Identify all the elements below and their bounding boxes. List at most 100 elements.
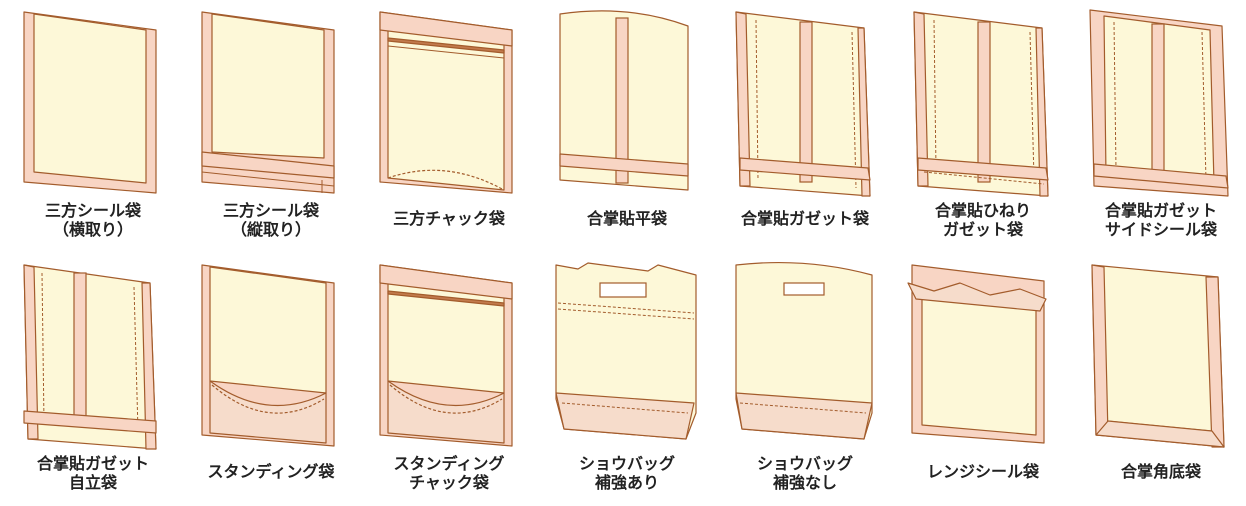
bag-caption: 合掌貼ガゼットサイドシール袋 (1072, 201, 1246, 239)
gusset-left (913, 11, 929, 187)
bag-caption-line: 合掌貼平袋 (586, 209, 667, 228)
fold-line (41, 272, 45, 424)
bottom-seal (1093, 163, 1229, 189)
bag-item-gassho-hira: 合掌貼平袋 (538, 0, 716, 253)
bottom-seal (201, 151, 335, 179)
bag-standing-shape (201, 264, 335, 447)
bag-illustration (555, 262, 697, 440)
gusset-right (1035, 27, 1049, 197)
bag-inner (921, 292, 1037, 436)
bottom-fold (739, 402, 867, 414)
bag-caption: ショウバッグ補強あり (538, 454, 716, 492)
bag-item-shoubag-hokyo-nashi: ショウバッグ補強なし (716, 253, 894, 506)
handle-hole (599, 282, 647, 298)
bag-sanpou-tate-shape (201, 11, 335, 194)
bag-inner (33, 13, 147, 184)
fold-line (133, 286, 139, 432)
bag-caption-line: スタンディング (393, 454, 505, 473)
bag-caption-line: 合掌貼ガゼット袋 (740, 209, 869, 228)
bag-range-seal-shape (907, 264, 1047, 444)
bottom-fold (561, 402, 689, 414)
bag-caption-line: （縦取り） (230, 220, 311, 239)
fold-line (933, 19, 937, 171)
gusset-right (857, 27, 871, 197)
center-seal (73, 272, 87, 424)
bag-item-gassho-kakuzoko: 合掌角底袋 (1072, 253, 1246, 506)
bag-caption-line: 三方シール袋 (44, 201, 141, 220)
bottom-gusset (387, 380, 505, 444)
bag-illustration (1089, 9, 1229, 197)
bag-illustration (907, 264, 1047, 444)
gusset-left (23, 264, 39, 440)
bottom-gusset (735, 392, 873, 440)
center-seal (977, 21, 991, 183)
bag-caption: スタンディングチャック袋 (360, 454, 538, 492)
center-seal (1151, 23, 1165, 177)
bottom-seal (559, 153, 689, 177)
reinforce-line (557, 308, 695, 320)
bottom-gusset (209, 380, 327, 444)
bag-illustration (201, 11, 335, 194)
bag-item-standing-chack: スタンディングチャック袋 (360, 253, 538, 506)
bag-caption-line: チャック袋 (409, 473, 489, 492)
bag-inner (211, 13, 325, 159)
bag-body (1091, 264, 1225, 448)
bag-gassho-gusset-jiritsu-shape (23, 264, 157, 450)
bag-caption-line: ショウバッグ (756, 454, 853, 473)
bag-caption-line: 三方チャック袋 (393, 209, 505, 228)
bag-caption: 三方チャック袋 (360, 209, 538, 228)
gusset-left (735, 11, 751, 187)
fold-line (1029, 31, 1035, 179)
bag-caption: 三方シール袋（横取り） (4, 201, 182, 239)
bag-caption: 合掌貼平袋 (538, 209, 716, 228)
bag-item-gassho-gusset: 合掌貼ガゼット袋 (716, 0, 894, 253)
fold-line (851, 31, 857, 189)
bag-sanpou-yoko-shape (23, 11, 157, 194)
bag-illustration (379, 11, 513, 194)
zipper-line (387, 45, 505, 59)
bag-caption-line: 合掌貼ガゼット (36, 454, 149, 473)
reinforce-line (557, 302, 695, 314)
bag-gassho-hira-shape (559, 10, 689, 191)
bag-caption-line: （横取り） (52, 220, 133, 239)
gusset-right (141, 282, 157, 450)
bag-caption-line: レンジシール袋 (926, 462, 1039, 481)
bag-caption-line: スタンディング袋 (207, 462, 335, 481)
bag-caption: レンジシール袋 (894, 462, 1072, 481)
bag-item-sanpou-tate: 三方シール袋（縦取り） (182, 0, 360, 253)
bag-illustration (23, 264, 157, 450)
bottom-seal-line (201, 171, 335, 187)
zipper (387, 290, 505, 307)
bag-item-sanpou-yoko: 三方シール袋（横取り） (4, 0, 182, 253)
bag-caption-line: 補強あり (594, 473, 659, 492)
fold-line (755, 19, 759, 181)
bag-gassho-kakuzoko-shape (1091, 264, 1225, 448)
bag-sanpou-chack-shape (379, 11, 513, 194)
bag-caption-line: ショウバッグ (578, 454, 675, 473)
center-seal (799, 21, 813, 183)
bag-gassho-gusset-shape (735, 11, 871, 197)
bag-item-standing: スタンディング袋 (182, 253, 360, 506)
top-seal (379, 264, 513, 300)
bag-illustration (201, 264, 335, 447)
bag-caption-line: 合掌貼ひねり (934, 201, 1031, 220)
bag-item-shoubag-hokyo-ari: ショウバッグ補強あり (538, 253, 716, 506)
bag-caption: 三方シール袋（縦取り） (182, 201, 360, 239)
bag-standing-chack-shape (379, 264, 513, 447)
bag-caption-line: 合掌角底袋 (1120, 462, 1201, 481)
bag-caption-line: 補強なし (772, 473, 837, 492)
top-seal (379, 11, 513, 47)
bag-illustration (735, 11, 871, 197)
bag-caption-line: 自立袋 (68, 473, 117, 492)
bag-item-sanpou-chack: 三方チャック袋 (360, 0, 538, 253)
bag-illustration (559, 10, 689, 191)
bag-caption: 合掌貼ひねりガゼット袋 (894, 201, 1072, 239)
bag-caption: ショウバッグ補強なし (716, 454, 894, 492)
center-seal (615, 17, 629, 184)
bag-caption: 合掌角底袋 (1072, 462, 1246, 481)
bag-caption: 合掌貼ガゼット袋 (716, 209, 894, 228)
bag-illustration (1091, 264, 1225, 448)
bottom-curve (389, 384, 503, 414)
bag-inner (209, 266, 327, 394)
